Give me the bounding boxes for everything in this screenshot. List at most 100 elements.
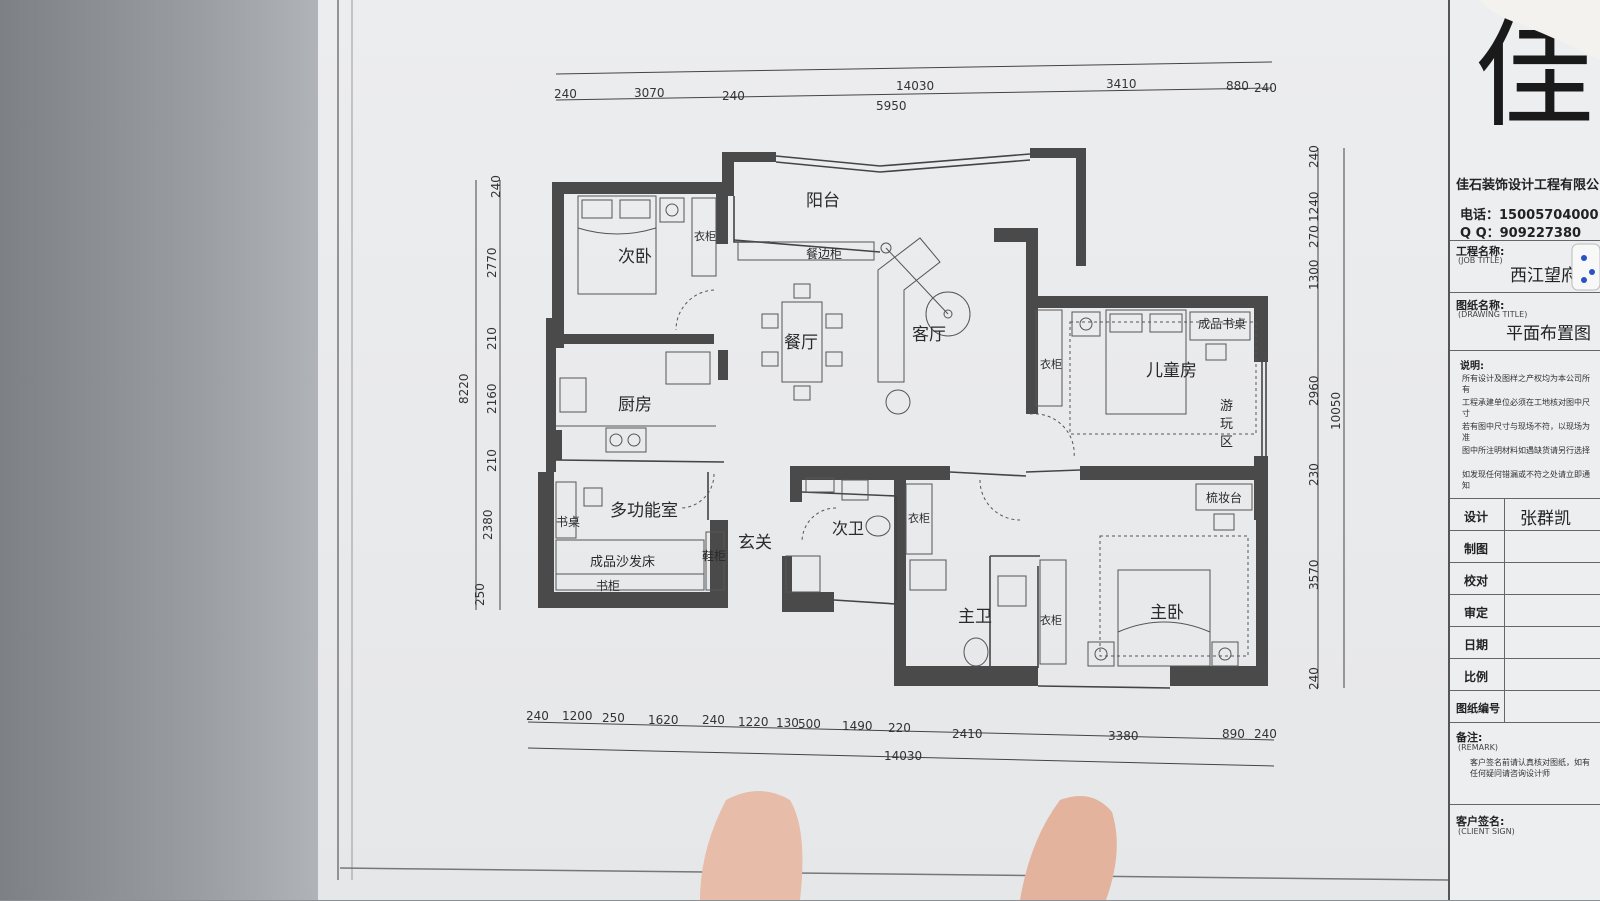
dim-bottom-10: 220 — [888, 721, 911, 735]
row-label: 制图 — [1464, 542, 1489, 556]
label-desk: 书桌 — [556, 515, 580, 529]
chair — [583, 487, 603, 507]
foyer-cabinet — [785, 555, 821, 593]
label-ready-desk: 成品书桌 — [1198, 317, 1246, 331]
wall — [564, 334, 714, 344]
pillow — [1149, 313, 1183, 333]
ceiling-outline — [1099, 535, 1249, 657]
dim-left-2: 2770 — [485, 247, 499, 278]
wardrobe-master — [905, 483, 933, 555]
pillow — [581, 199, 613, 219]
qq-label: Q Q： — [1460, 226, 1500, 241]
wall — [1170, 666, 1268, 686]
wall — [538, 592, 728, 608]
wall — [1030, 148, 1086, 158]
nightstand — [1211, 641, 1239, 667]
vanity — [841, 479, 869, 501]
wall — [790, 466, 802, 502]
company-logo: 佳 — [1474, 5, 1594, 144]
dim-left-3: 210 — [485, 327, 499, 350]
corridor-wall — [949, 471, 1027, 477]
label-balcony: 阳台 — [806, 191, 840, 211]
label-second-bath: 次卫 — [832, 519, 864, 538]
wall — [552, 182, 564, 342]
wall — [546, 346, 556, 466]
note-2: 工程承建单位必须在工地核对图中尺寸 — [1462, 398, 1590, 418]
qq-value: 909227380 — [1499, 226, 1582, 241]
divider — [1504, 563, 1505, 595]
door-swing — [1029, 413, 1075, 459]
design-label: 设计 — [1464, 510, 1489, 524]
stove — [605, 427, 647, 453]
job-value: 西江望府 — [1510, 266, 1578, 286]
coffee-table-center — [943, 309, 953, 319]
row-scale: 比例 — [1450, 658, 1600, 691]
door-swing — [801, 507, 837, 543]
burner — [609, 433, 623, 447]
dim-right-8: 240 — [1307, 667, 1321, 690]
nightstand — [1071, 311, 1101, 337]
wall — [716, 182, 728, 244]
dim-bottom-13: 890 — [1222, 727, 1245, 741]
ready-desk — [1189, 311, 1251, 341]
row-label: 图纸编号 — [1456, 702, 1500, 715]
row-date: 日期 — [1450, 626, 1600, 659]
dim-line-bottom — [527, 721, 1275, 741]
sink — [559, 377, 587, 413]
divider — [1504, 691, 1505, 723]
dim-left-total: 8220 — [457, 373, 471, 404]
dim-left-4: 2160 — [485, 383, 499, 414]
dim-right-3: 270 — [1307, 225, 1321, 248]
toilet — [963, 637, 989, 667]
lamp-arm — [885, 247, 949, 315]
designer-name: 张群凯 — [1520, 509, 1571, 529]
dims-left: 8220 240 2770 210 2160 210 2380 250 — [457, 175, 503, 606]
master-bed — [1117, 569, 1211, 667]
dim-top-4: 5950 — [876, 99, 907, 113]
dim-bottom-11: 2410 — [952, 727, 983, 741]
job-label: 工程名称: — [1456, 245, 1505, 258]
drawing-sub: (DRAWING TITLE) — [1458, 310, 1528, 319]
label-bookshelf: 书柜 — [596, 579, 620, 593]
wall — [538, 472, 554, 608]
row-number: 图纸编号 — [1450, 690, 1600, 723]
balcony-rail — [775, 153, 1031, 167]
wall — [1026, 228, 1038, 414]
label-play-2: 玩 — [1220, 417, 1233, 432]
label-play-1: 游 — [1220, 399, 1233, 414]
chair — [793, 385, 811, 401]
wall — [1038, 296, 1266, 308]
furniture — [555, 195, 1257, 667]
title-block: 佳 佳石装饰设计工程有限公 电话：15005704000 Q Q：9092273… — [1448, 0, 1600, 900]
pillow — [619, 199, 651, 219]
chair — [761, 351, 779, 367]
wall — [790, 466, 950, 480]
dining-table — [781, 301, 823, 383]
qq-line: Q Q：909227380 — [1460, 222, 1581, 241]
stool — [1213, 513, 1235, 531]
door-swing — [675, 289, 715, 331]
dim-top-6: 880 — [1226, 79, 1249, 93]
row-approver: 审定 — [1450, 594, 1600, 627]
dim-top-total: 14030 — [896, 79, 934, 93]
dim-left-6: 2380 — [481, 509, 495, 540]
dim-right-1: 240 — [1307, 145, 1321, 168]
label-living: 客厅 — [912, 325, 946, 345]
wall — [1256, 520, 1268, 686]
sideboard — [737, 241, 875, 261]
walls — [538, 148, 1268, 686]
kids-bed — [1105, 309, 1187, 415]
row-label: 比例 — [1464, 670, 1489, 684]
master-window — [1037, 685, 1171, 689]
label-master-bath: 主卫 — [958, 607, 992, 627]
dim-left-1: 240 — [489, 175, 503, 198]
wall — [722, 152, 776, 162]
note-3: 若有图中尺寸与现场不符，以现场为准 — [1462, 422, 1590, 442]
company-name: 佳石装饰设计工程有限公 — [1456, 178, 1600, 193]
wall — [894, 480, 906, 670]
desk-surface — [0, 0, 340, 900]
label-dining: 餐厅 — [784, 333, 818, 353]
label-foyer: 玄关 — [738, 533, 772, 553]
lamp — [1094, 647, 1108, 661]
row-label: 校对 — [1464, 574, 1489, 588]
